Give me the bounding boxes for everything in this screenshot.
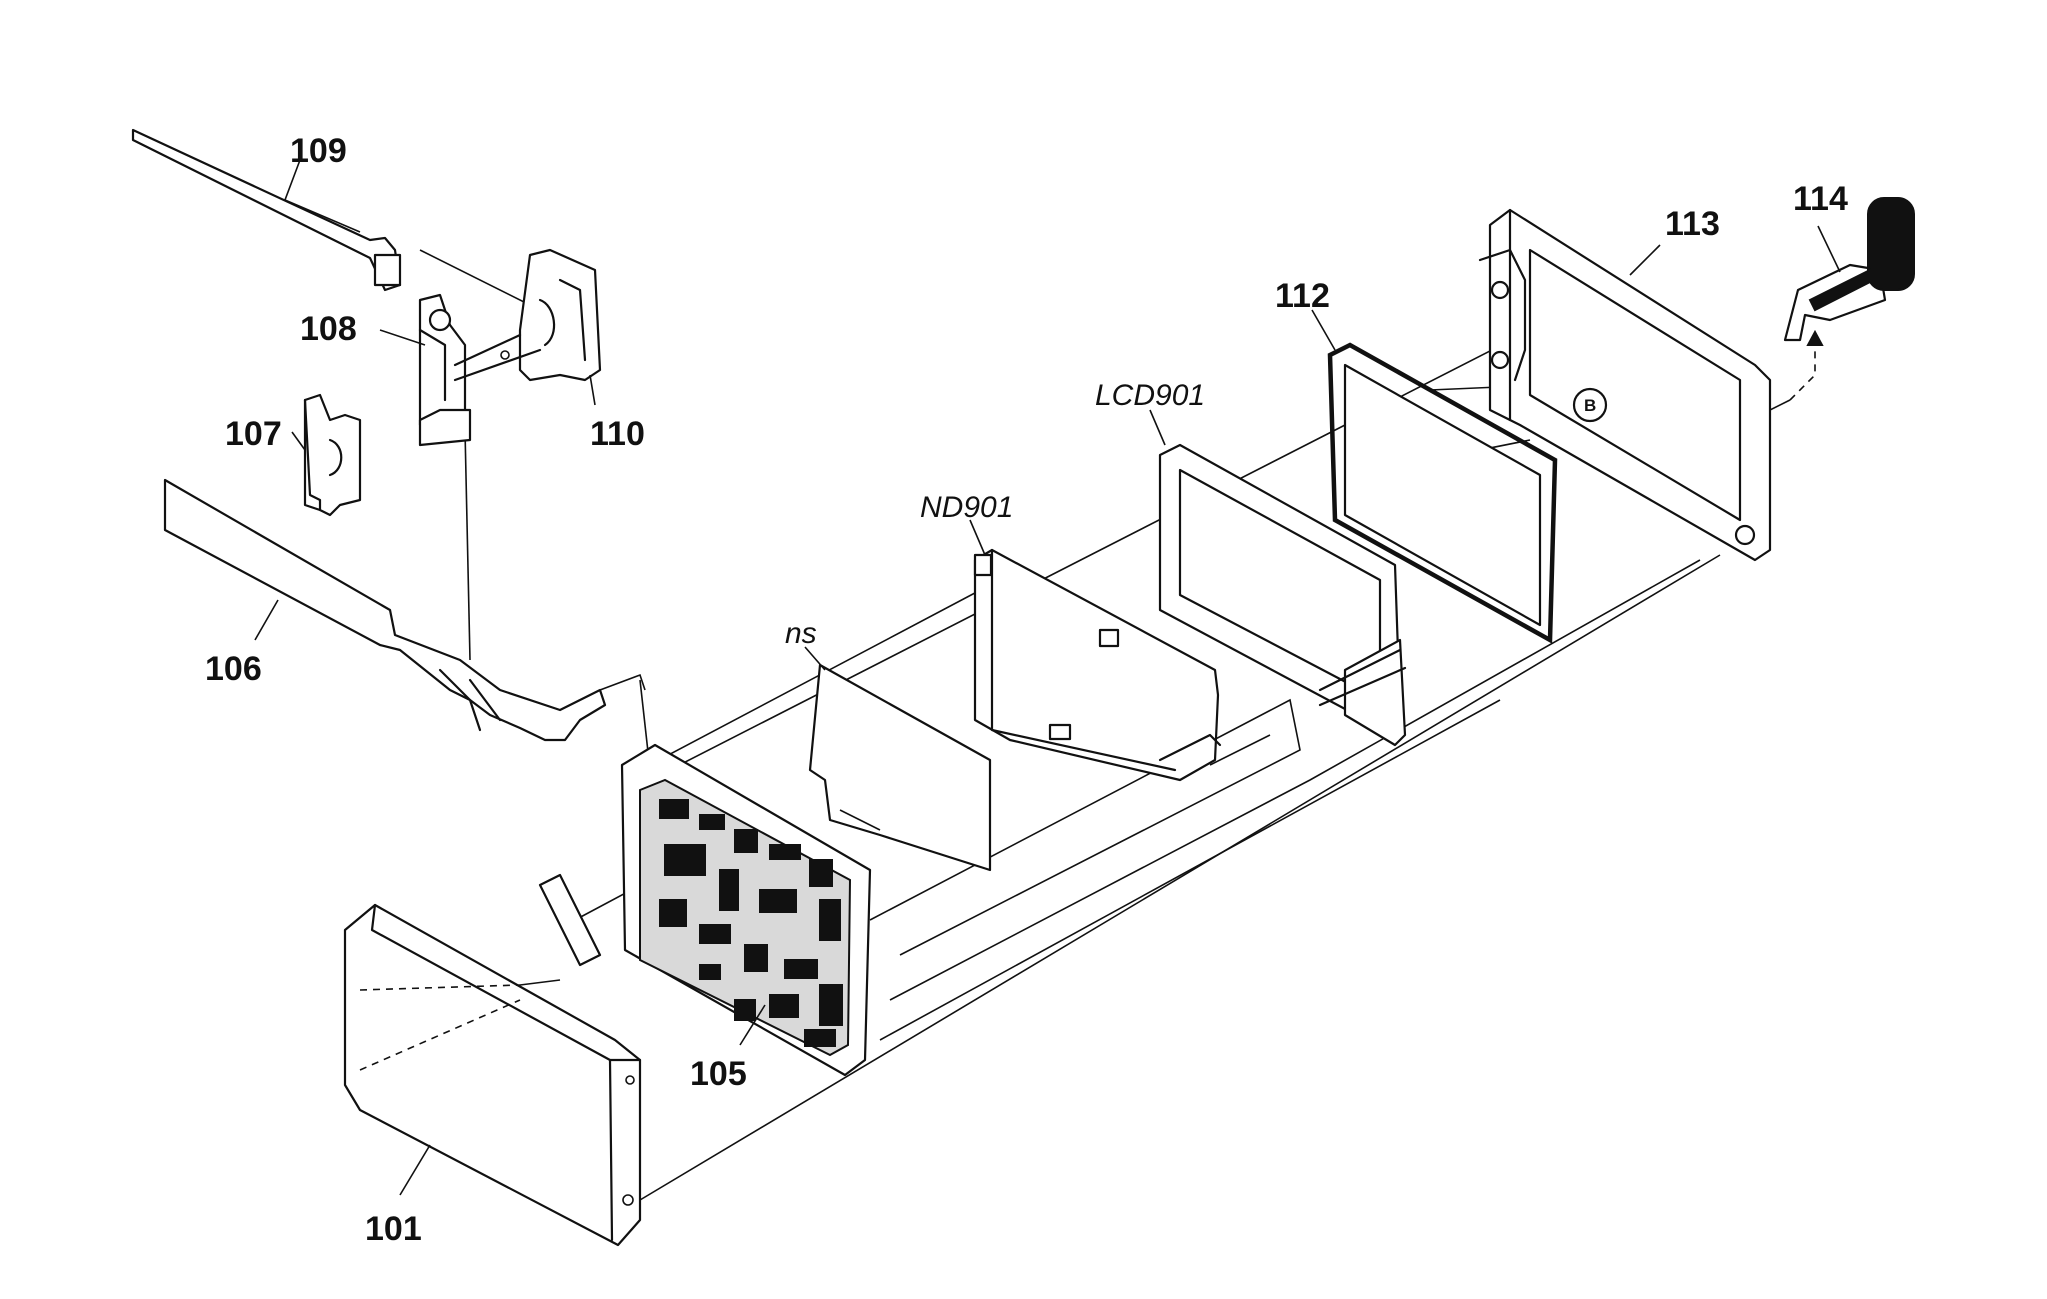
part-110-bracket [453,248,602,382]
label-101: 101 [365,1210,422,1248]
assembly-guide-lines [419,249,1824,1201]
part-113-frame [1478,208,1772,562]
part-106-flex-cable [163,478,646,742]
label-114: 114 [1793,180,1848,218]
label-106: 106 [205,650,262,688]
label-lcd901: LCD901 [1095,379,1205,412]
label-ns: ns [785,617,817,650]
part-114-flex [1783,197,1915,342]
leader-lines [254,159,1841,1196]
label-105: 105 [690,1055,747,1093]
label-107: 107 [225,415,282,453]
part-112-panel [1327,342,1558,644]
label-110: 110 [590,415,645,453]
label-113: 113 [1665,205,1720,243]
label-ref-b: B [1584,396,1596,415]
part-108-hinge [418,293,472,447]
part-107-bracket [303,393,362,517]
board-components [659,799,843,1047]
part-lcd901-panel [1158,443,1407,747]
part-small-strip [538,873,602,967]
label-112: 112 [1275,277,1330,315]
part-101-front-cover [343,903,642,1247]
part-109-flat-cable [131,128,402,292]
label-108: 108 [300,310,357,348]
ref-b-circle [1572,387,1608,423]
part-labels: 109 108 107 110 106 105 101 112 113 114 … [205,132,1848,1248]
part-nd901-panel [973,548,1222,782]
label-nd901: ND901 [920,491,1013,524]
part-105-circuit-board [620,743,872,1077]
part-ns-shield [808,663,992,872]
label-109: 109 [290,132,347,170]
